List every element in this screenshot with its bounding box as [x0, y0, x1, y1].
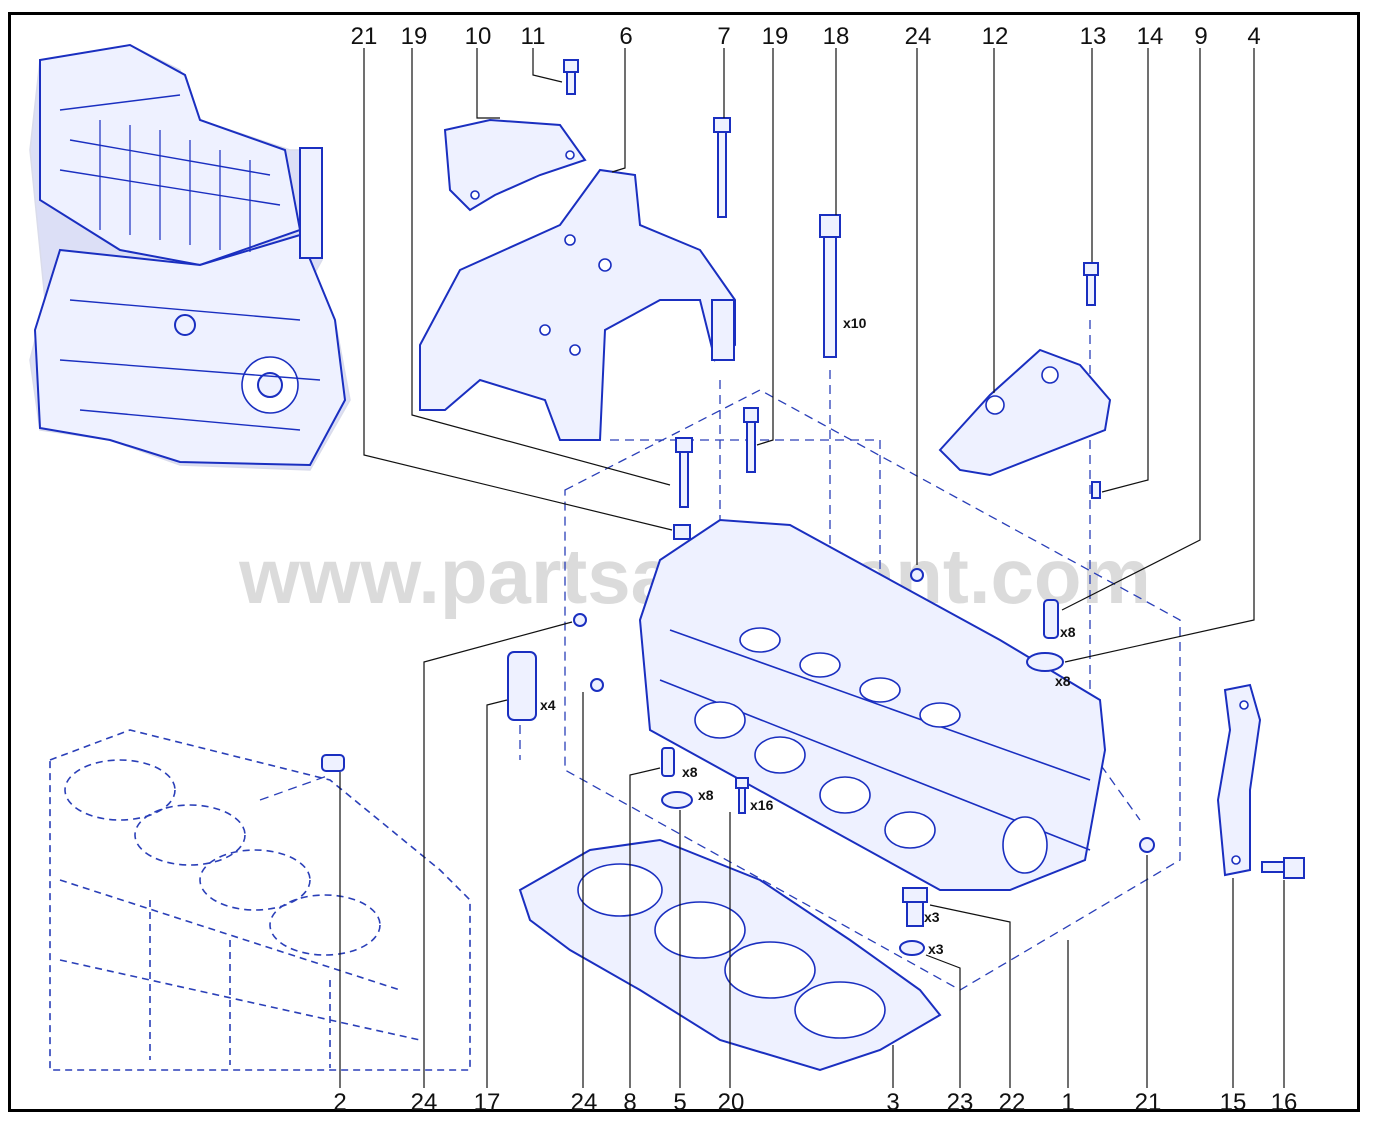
bolt-19b: [743, 407, 759, 473]
qty-ring-4: x8: [1055, 673, 1071, 689]
cylinder-block-outline: [49, 729, 471, 1071]
bolt-18: [819, 214, 841, 358]
cylinder-head: [638, 518, 1107, 891]
qty-ring-5: x8: [698, 787, 714, 803]
callout-23: 23: [947, 1089, 974, 1116]
callout-6: 6: [619, 23, 632, 50]
ring-5: [661, 791, 693, 809]
qty-washer-23: x3: [928, 941, 944, 957]
callout-1: 1: [1061, 1089, 1074, 1116]
pin-14: [1091, 481, 1101, 499]
qty-plug-22: x3: [924, 909, 940, 925]
callout-18: 18: [823, 23, 850, 50]
leader-lines: [339, 48, 1285, 1088]
callout-2: 2: [333, 1089, 346, 1116]
callout-20: 20: [718, 1089, 745, 1116]
callouts-top: 21 19 10 11 6 7 19 18 24 12 13 14 9 4: [351, 23, 1261, 50]
callout-10: 10: [465, 23, 492, 50]
bolt-16: [1261, 857, 1305, 879]
guide-8: [661, 747, 675, 777]
callout-4: 4: [1247, 23, 1260, 50]
qty-guide-8: x8: [682, 764, 698, 780]
bolt-20: [735, 777, 749, 814]
qty-dowel-17: x4: [540, 697, 556, 713]
callout-19b: 19: [762, 23, 789, 50]
washer-23: [899, 940, 925, 956]
callout-8: 8: [623, 1089, 636, 1116]
callout-16: 16: [1271, 1089, 1298, 1116]
bolt-7: [713, 117, 731, 218]
dowel-21-right: [1139, 837, 1155, 853]
callout-13: 13: [1080, 23, 1107, 50]
guide-rail-15: [1216, 683, 1262, 877]
callout-15: 15: [1220, 1089, 1247, 1116]
callouts-bottom: 2 24 17 24 8 5 20 3 23 22 1 21 15 16: [333, 1089, 1297, 1116]
engine-mount-bracket: [419, 168, 736, 441]
callout-24b: 24: [411, 1089, 438, 1116]
dowel-24-mid: [590, 678, 604, 692]
washer-21a: [673, 524, 691, 540]
callout-5: 5: [673, 1089, 686, 1116]
callout-3: 3: [886, 1089, 899, 1116]
callout-9: 9: [1194, 23, 1207, 50]
qty-seal-9: x8: [1060, 624, 1076, 640]
callout-17: 17: [474, 1089, 501, 1116]
dowel-17: [507, 651, 537, 721]
bolt-13: [1083, 262, 1099, 306]
engine-assembly-thumbnail: [29, 43, 351, 471]
cover-12: [938, 348, 1112, 477]
callout-14: 14: [1137, 23, 1164, 50]
callout-19: 19: [401, 23, 428, 50]
callout-24: 24: [905, 23, 932, 50]
callout-24c: 24: [571, 1089, 598, 1116]
seal-9: [1043, 599, 1059, 639]
callout-12: 12: [982, 23, 1009, 50]
qty-bolt-18: x10: [843, 315, 867, 331]
support-plate: [443, 118, 587, 212]
bolt-19a: [675, 437, 693, 508]
plug-22: [902, 887, 928, 927]
callout-11: 11: [521, 23, 546, 50]
qty-bolt-20: x16: [750, 797, 774, 813]
callout-7: 7: [717, 23, 730, 50]
ring-4: [1026, 652, 1064, 672]
callout-21: 21: [351, 23, 378, 50]
dowel-24-top: [910, 568, 924, 582]
bolt-11: [563, 59, 579, 95]
dowel-24-left: [573, 613, 587, 627]
diagram-frame: [8, 12, 1360, 1112]
sleeve-2: [321, 754, 345, 772]
callout-22: 22: [999, 1089, 1026, 1116]
callout-21b: 21: [1135, 1089, 1162, 1116]
